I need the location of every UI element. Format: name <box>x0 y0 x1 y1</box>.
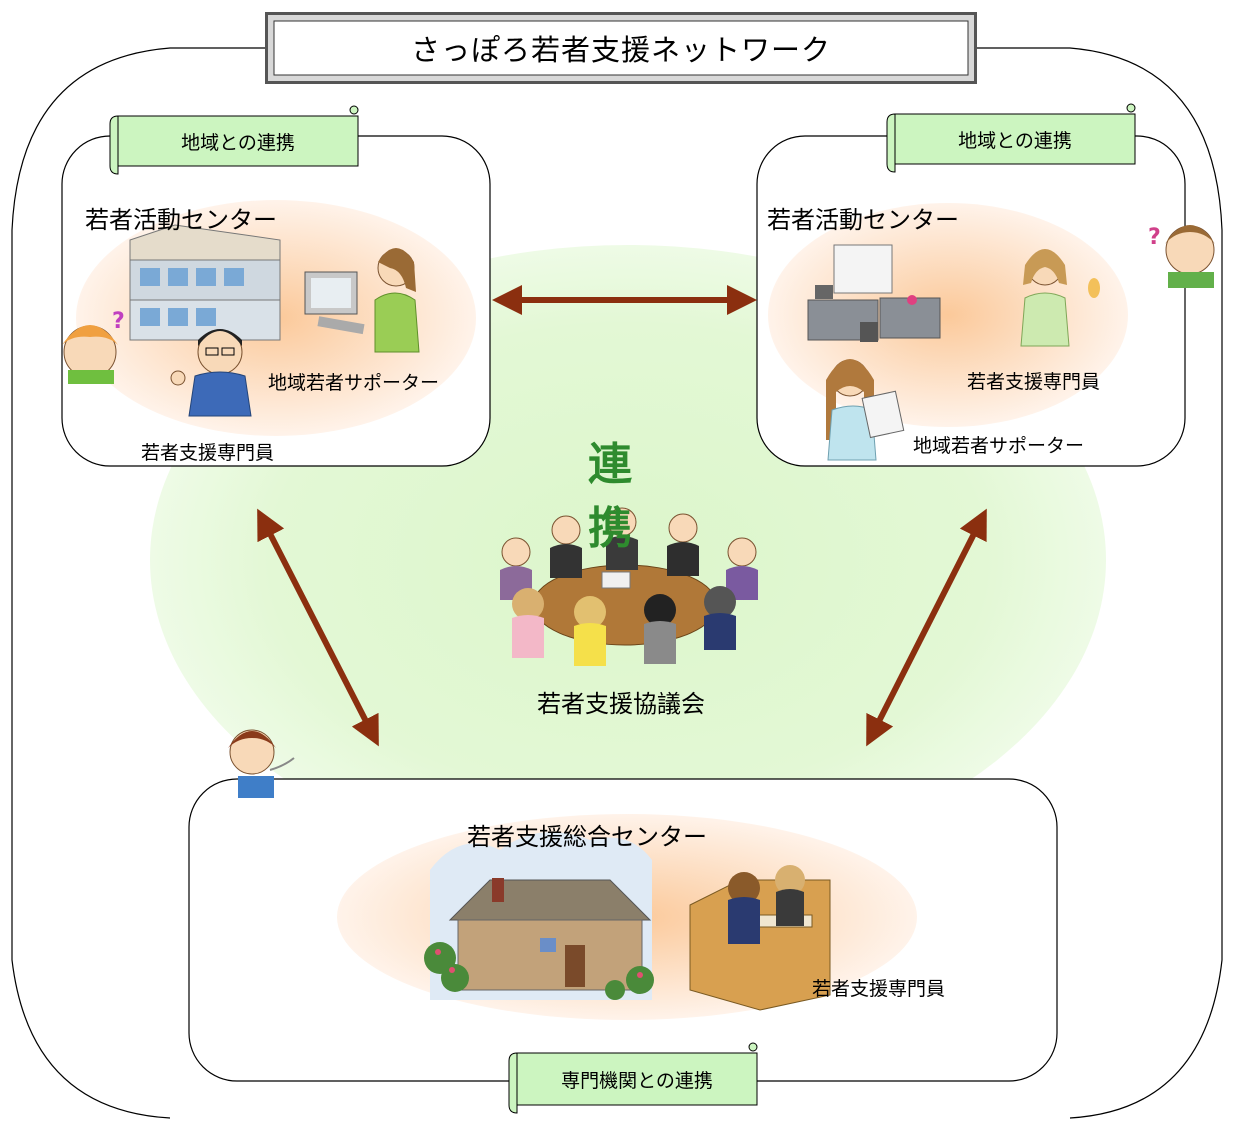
title-frame <box>265 12 977 84</box>
top-right-specialist-label: 若者支援専門員 <box>967 371 1101 393</box>
meeting-table-illustration <box>500 507 758 666</box>
woman-reading-illustration <box>826 359 905 461</box>
page-title: さっぽろ若者支援ネットワーク <box>410 33 831 67</box>
center-title: 連 携 <box>588 439 650 554</box>
arrow-right-diagonal <box>866 508 987 747</box>
svg-text:?: ? <box>1148 225 1161 250</box>
scroll-label-top-right: 地域との連携 <box>958 129 1072 152</box>
scroll-bottom <box>508 1042 758 1114</box>
title-box: さっぽろ若者支援ネットワーク <box>265 12 977 84</box>
man-with-glasses-illustration <box>170 329 252 417</box>
scroll-label-bottom: 専門機関との連携 <box>561 1069 713 1092</box>
svg-text:?: ? <box>112 309 125 334</box>
confused-girl-illustration: ? <box>62 309 125 384</box>
woman-pointing-illustration <box>1020 249 1100 347</box>
top-left-specialist-label: 若者支援専門員 <box>141 442 275 464</box>
scroll-top-right <box>886 103 1136 173</box>
scroll-top-left <box>109 105 359 175</box>
office-desks-illustration <box>807 244 941 342</box>
house-illustration <box>424 832 654 1000</box>
council-label: 若者支援協議会 <box>537 690 705 718</box>
counseling-illustration <box>689 865 831 1011</box>
building-illustration <box>129 224 281 341</box>
confused-man-illustration: ? <box>1148 225 1215 288</box>
bottom-specialist-label: 若者支援専門員 <box>812 978 946 1000</box>
scroll-label-top-left: 地域との連携 <box>181 131 295 154</box>
top-left-supporter-label: 地域若者サポーター <box>268 372 440 394</box>
arrow-left-diagonal <box>257 508 379 747</box>
top-left-center-name: 若者活動センター <box>85 206 277 234</box>
thinking-boy-illustration <box>228 729 295 798</box>
top-right-center-name: 若者活動センター <box>767 206 959 234</box>
bottom-center-name: 若者支援総合センター <box>467 823 707 851</box>
outer-frame <box>11 47 1223 1119</box>
woman-at-computer-illustration <box>304 248 420 353</box>
top-right-supporter-label: 地域若者サポーター <box>913 435 1085 457</box>
